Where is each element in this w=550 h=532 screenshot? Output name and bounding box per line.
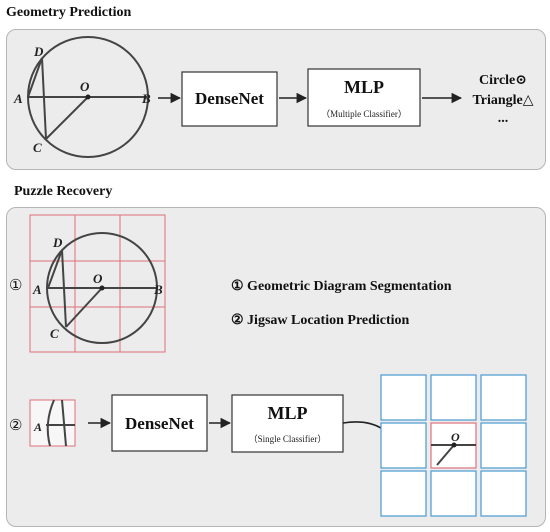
point-c-label: C <box>33 140 42 155</box>
seg-point-a-label: A <box>32 282 42 297</box>
mlp-label: MLP <box>344 77 384 97</box>
point-b-label: B <box>141 91 151 106</box>
seg-point-c-label: C <box>50 326 59 341</box>
point-d-label: D <box>33 44 44 59</box>
jigsaw-grid: O <box>380 374 527 517</box>
output-ellipsis: ... <box>498 111 509 126</box>
point-o-label: O <box>80 79 90 94</box>
legend-location-prediction: ② Jigsaw Location Prediction <box>231 313 410 328</box>
mlp-box-2 <box>231 394 344 453</box>
output-triangle: Triangle△ <box>472 93 533 108</box>
geometry-figure: D A O B C <box>13 36 151 158</box>
mlp-sublabel-2: （Single Classifier） <box>249 434 327 444</box>
grid-point-o-label: O <box>451 430 460 444</box>
densenet-label-2: DenseNet <box>125 414 194 433</box>
piece-point-a-label: A <box>33 420 42 434</box>
mlp-sublabel: （Multiple Classifier） <box>321 109 407 119</box>
jigsaw-piece: A <box>29 399 76 447</box>
section-title-geometry: Geometry Prediction <box>6 5 132 20</box>
densenet-box <box>181 71 278 127</box>
densenet-label: DenseNet <box>195 89 264 108</box>
output-circle: Circle⊙ <box>479 73 527 88</box>
mlp-box <box>307 68 421 127</box>
section-title-puzzle: Puzzle Recovery <box>14 184 113 199</box>
seg-point-d-label: D <box>52 235 63 250</box>
segmented-figure: D A O B C <box>29 214 166 353</box>
step1-marker: ① <box>9 278 22 294</box>
step2-marker: ② <box>9 418 22 434</box>
densenet-box-2 <box>111 394 208 452</box>
seg-point-b-label: B <box>153 282 163 297</box>
legend-segmentation: ① Geometric Diagram Segmentation <box>231 279 452 294</box>
mlp-label-2: MLP <box>268 403 308 423</box>
seg-point-o-label: O <box>93 271 103 286</box>
point-a-label: A <box>13 91 23 106</box>
